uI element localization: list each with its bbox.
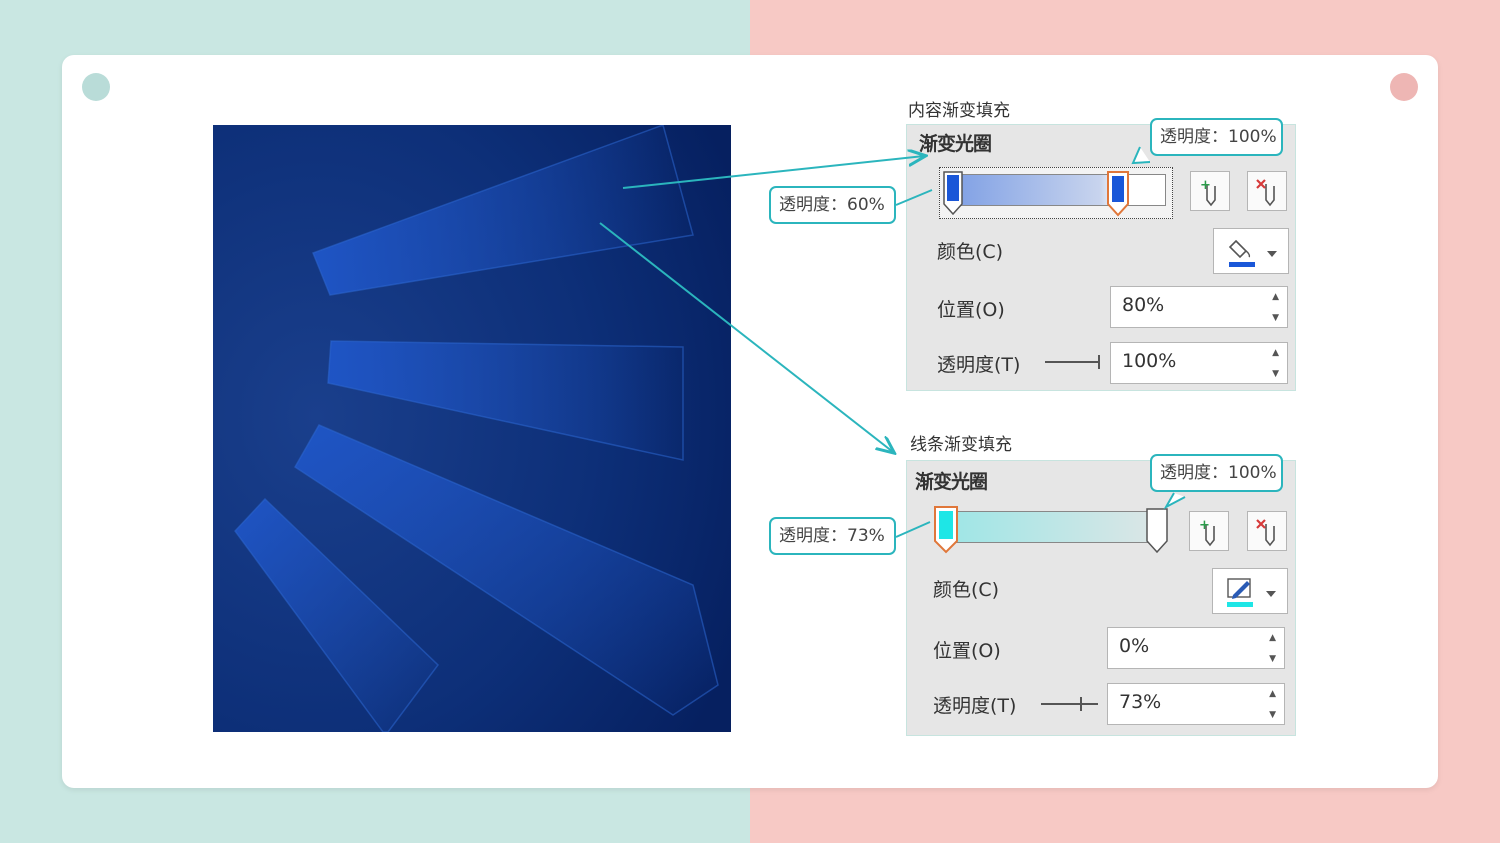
spin-down-icon[interactable]: ▼	[1269, 710, 1276, 720]
svg-text:+: +	[1199, 518, 1210, 533]
spin-down-icon[interactable]: ▼	[1272, 313, 1279, 323]
add-gradient-stop-icon: +	[1199, 518, 1215, 547]
pen-icon	[1227, 578, 1276, 607]
callout-line-left: 透明度：73%	[769, 517, 896, 555]
content-fill-panel: 渐变光圈 + 颜色(C) 位置(O) 80%	[906, 124, 1296, 391]
line-fill-panel: 渐变光圈 + 颜色(C) 位置(O) 0% ▲ ▼ 透明度(T)	[906, 460, 1296, 736]
gradient-stops-label: 渐变光圈	[915, 471, 988, 493]
transparency-slider[interactable]	[1044, 354, 1102, 370]
gradient-stop-left-selected[interactable]	[933, 505, 961, 555]
ray-shape-4	[234, 497, 439, 732]
spin-up-icon[interactable]: ▲	[1269, 633, 1276, 643]
transparency-label: 透明度(T)	[933, 695, 1017, 717]
content-fill-title: 内容渐变填充	[908, 101, 1010, 121]
ray-shape-3	[293, 424, 719, 716]
gradient-stop-bar[interactable]	[955, 511, 1153, 543]
transparency-input[interactable]: 73% ▲ ▼	[1107, 683, 1285, 725]
remove-gradient-stop-icon	[1256, 179, 1275, 207]
svg-text:+: +	[1200, 178, 1211, 193]
gradient-stop-left[interactable]	[942, 170, 966, 216]
spin-down-icon[interactable]: ▼	[1272, 369, 1279, 379]
remove-stop-button[interactable]	[1247, 171, 1287, 211]
transparency-value: 100%	[1122, 350, 1177, 372]
position-label: 位置(O)	[933, 640, 1001, 662]
gradient-stop-right[interactable]	[1145, 507, 1171, 555]
transparency-value: 73%	[1119, 691, 1162, 713]
add-gradient-stop-icon: +	[1200, 178, 1216, 207]
ray-shape-2	[327, 340, 684, 461]
color-picker-button[interactable]	[1212, 568, 1288, 614]
position-input[interactable]: 0% ▲ ▼	[1107, 627, 1285, 669]
callout-line-right: 透明度：100%	[1150, 454, 1283, 492]
color-picker-button[interactable]	[1213, 228, 1289, 274]
callout-content-left: 透明度：60%	[769, 186, 896, 224]
callout-content-right: 透明度：100%	[1150, 118, 1283, 156]
remove-gradient-stop-icon	[1256, 519, 1275, 547]
spin-up-icon[interactable]: ▲	[1269, 689, 1276, 699]
spin-up-icon[interactable]: ▲	[1272, 292, 1279, 302]
position-value: 80%	[1122, 294, 1165, 316]
add-stop-button[interactable]: +	[1190, 171, 1230, 211]
position-label: 位置(O)	[937, 299, 1005, 321]
gradient-stop-bar[interactable]	[946, 174, 1166, 206]
line-fill-title: 线条渐变填充	[910, 435, 1012, 455]
spin-down-icon[interactable]: ▼	[1269, 654, 1276, 664]
gradient-preview-image	[213, 125, 731, 732]
spin-up-icon[interactable]: ▲	[1272, 348, 1279, 358]
gradient-stop-right-selected[interactable]	[1106, 170, 1132, 218]
position-input[interactable]: 80% ▲ ▼	[1110, 286, 1288, 328]
remove-stop-button[interactable]	[1247, 511, 1287, 551]
gradient-stop-bar-container[interactable]	[939, 167, 1173, 219]
color-label: 颜色(C)	[933, 579, 1000, 601]
paint-bucket-icon	[1228, 239, 1277, 267]
position-value: 0%	[1119, 635, 1150, 657]
color-label: 颜色(C)	[937, 241, 1004, 263]
transparency-input[interactable]: 100% ▲ ▼	[1110, 342, 1288, 384]
transparency-slider[interactable]	[1040, 696, 1100, 712]
decor-dot-right	[1390, 73, 1418, 101]
transparency-label: 透明度(T)	[937, 354, 1021, 376]
add-stop-button[interactable]: +	[1189, 511, 1229, 551]
decor-dot-left	[82, 73, 110, 101]
gradient-stops-label: 渐变光圈	[919, 133, 992, 155]
